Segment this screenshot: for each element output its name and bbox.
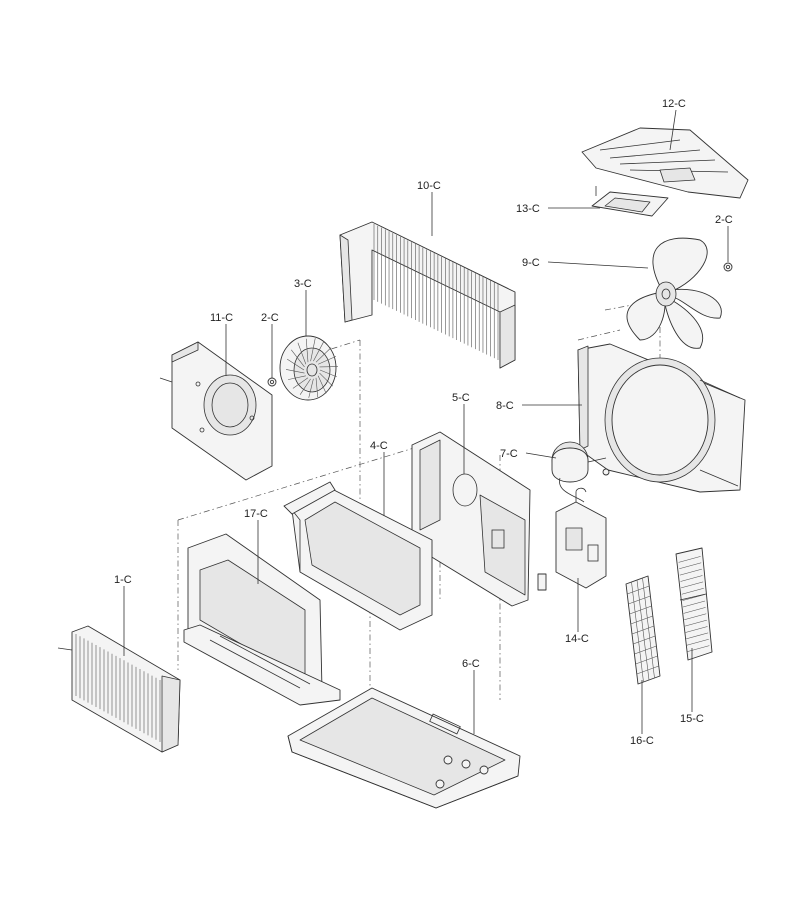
label-15c: 15-C bbox=[680, 713, 704, 725]
label-5c: 5-C bbox=[452, 392, 470, 404]
connector-clip bbox=[537, 573, 547, 591]
control-box-14c bbox=[555, 487, 607, 589]
label-2c-left: 2-C bbox=[261, 312, 279, 324]
blower-wheel-3c bbox=[279, 335, 338, 401]
air-filter-16c bbox=[625, 575, 661, 685]
propeller-fan-9c bbox=[626, 237, 722, 349]
label-12c: 12-C bbox=[662, 98, 686, 110]
grille-15c bbox=[675, 547, 713, 661]
part-labels: 12-C 13-C 2-C 9-C 10-C 3-C 11-C 2-C 5-C … bbox=[114, 98, 733, 747]
drain-pan-4c bbox=[283, 481, 433, 631]
leader-lines bbox=[123, 109, 729, 734]
label-14c: 14-C bbox=[565, 633, 589, 645]
label-16c: 16-C bbox=[630, 735, 654, 747]
fan-motor-7c bbox=[551, 441, 610, 503]
label-4c: 4-C bbox=[370, 440, 388, 452]
label-7c: 7-C bbox=[500, 448, 518, 460]
partition-panel-5c bbox=[411, 431, 531, 607]
label-6c: 6-C bbox=[462, 658, 480, 670]
label-2c-right: 2-C bbox=[715, 214, 733, 226]
label-8c: 8-C bbox=[496, 400, 514, 412]
orifice-plate-11c bbox=[159, 341, 273, 481]
bracket-13c bbox=[591, 186, 669, 217]
fan-shroud-8c bbox=[577, 343, 746, 493]
label-13c: 13-C bbox=[516, 203, 540, 215]
label-11c: 11-C bbox=[210, 312, 233, 324]
base-pan-6c bbox=[287, 687, 521, 809]
condenser-coil-10c bbox=[339, 221, 516, 369]
label-1c: 1-C bbox=[114, 574, 132, 586]
label-10c: 10-C bbox=[417, 180, 441, 192]
label-9c: 9-C bbox=[522, 257, 540, 269]
nut-2c-left bbox=[267, 377, 277, 387]
label-17c: 17-C bbox=[244, 508, 268, 520]
top-cover-12c bbox=[581, 127, 749, 199]
front-frame-17c bbox=[183, 533, 341, 706]
nut-2c-right bbox=[723, 262, 733, 272]
label-3c: 3-C bbox=[294, 278, 312, 290]
evaporator-coil-1c bbox=[57, 625, 181, 753]
